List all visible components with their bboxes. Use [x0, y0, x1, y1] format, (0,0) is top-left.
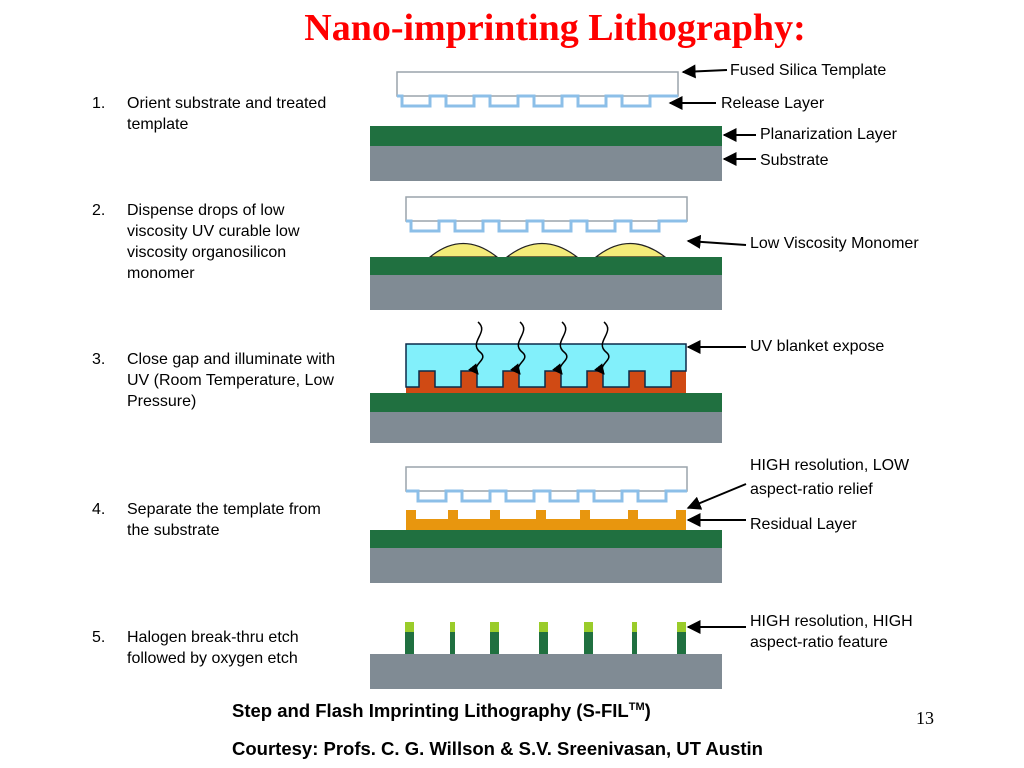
label-substrate: Substrate: [760, 152, 829, 169]
etched-feature: [584, 622, 593, 654]
planarization-layer: [370, 257, 722, 275]
step-number: 3.: [92, 351, 106, 368]
fused-silica-template: [405, 466, 688, 492]
planarization-layer: [370, 530, 722, 548]
label-planarization-layer: Planarization Layer: [760, 126, 897, 143]
footer-credit: Courtesy: Profs. C. G. Willson & S.V. Sr…: [232, 738, 763, 759]
planarization-layer: [370, 393, 722, 412]
step-number: 2.: [92, 202, 106, 219]
arrow-left-icon: [686, 483, 747, 510]
monomer-drop: [505, 242, 579, 258]
substrate: [370, 654, 722, 689]
trademark-superscript: TM: [628, 700, 645, 713]
arrow-left-icon: [681, 64, 728, 79]
residual-layer: [406, 510, 686, 530]
fused-silica-template: [396, 71, 679, 97]
substrate: [370, 548, 722, 583]
label-low-viscosity-monomer: Low Viscosity Monomer: [750, 235, 919, 252]
substrate: [370, 146, 722, 181]
uv-template: [405, 343, 687, 388]
release-layer: [406, 219, 687, 233]
etched-feature: [632, 622, 637, 654]
etched-feature: [490, 622, 499, 654]
monomer-drop: [428, 243, 499, 258]
label-high-high-feature: HIGH resolution, HIGH aspect-ratio featu…: [750, 613, 913, 651]
release-layer: [406, 489, 687, 503]
arrow-left-icon: [686, 234, 747, 249]
label-uv-blanket-expose: UV blanket expose: [750, 338, 885, 355]
etched-feature: [405, 622, 414, 654]
stage-1-diagram: [370, 71, 722, 181]
etched-feature: [677, 622, 686, 654]
label-high-low-relief: HIGH resolution, LOW aspect-ratio relief: [750, 457, 910, 498]
etched-feature: [450, 622, 455, 654]
step-number: 5.: [92, 629, 106, 646]
step-number: 4.: [92, 501, 106, 518]
uv-wave-icon: [468, 321, 610, 375]
step-text: Separate the template from the substrate: [127, 501, 321, 539]
fused-silica-template: [405, 196, 688, 222]
page-number: 13: [916, 708, 934, 728]
footer-title-end: ): [644, 700, 651, 721]
monomer-drop: [594, 242, 667, 258]
label-release-layer: Release Layer: [721, 95, 825, 112]
step-text: Dispense drops of low viscosity UV curab…: [127, 202, 300, 282]
substrate: [370, 275, 722, 310]
step-number: 1.: [92, 95, 106, 112]
footer-title: Step and Flash Imprinting Lithography (S…: [232, 700, 651, 722]
stage-4-diagram: [370, 466, 722, 583]
step-text: Close gap and illuminate with UV (Room T…: [127, 351, 336, 410]
stage-5-diagram: [370, 622, 722, 689]
planarization-layer: [370, 126, 722, 146]
page-title: Nano-imprinting Lithography:: [304, 7, 806, 49]
footer-title-main: Step and Flash Imprinting Lithography (S…: [232, 700, 629, 721]
label-residual-layer: Residual Layer: [750, 516, 857, 533]
substrate: [370, 412, 722, 443]
step-text: Orient substrate and treated template: [127, 95, 327, 133]
step-text: Halogen break-thru etch followed by oxyg…: [127, 629, 299, 667]
release-layer: [397, 94, 678, 108]
label-fused-silica-template: Fused Silica Template: [730, 62, 887, 79]
etched-feature: [539, 622, 548, 654]
stage-2-diagram: [370, 196, 722, 310]
stage-3-diagram: [370, 321, 722, 443]
